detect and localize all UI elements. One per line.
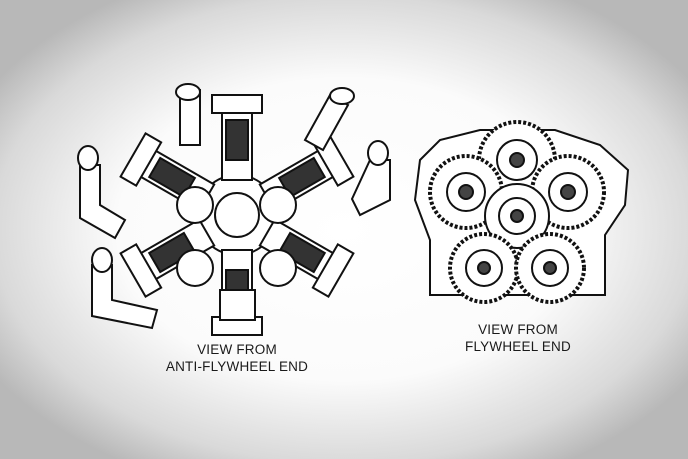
flywheel-view-caption: VIEW FROM FLYWHEEL END bbox=[418, 321, 618, 355]
caption-line-1: VIEW FROM bbox=[478, 322, 558, 337]
caption-line-2: FLYWHEEL END bbox=[465, 339, 571, 354]
caption-line-1: VIEW FROM bbox=[197, 342, 277, 357]
caption-line-2: ANTI-FLYWHEEL END bbox=[165, 359, 309, 374]
anti-flywheel-view-caption: VIEW FROM ANTI-FLYWHEEL END bbox=[137, 341, 337, 375]
flywheel-end-view bbox=[413, 120, 630, 304]
exhaust-elbows bbox=[77, 83, 391, 330]
anti-flywheel-end-view bbox=[77, 83, 391, 336]
